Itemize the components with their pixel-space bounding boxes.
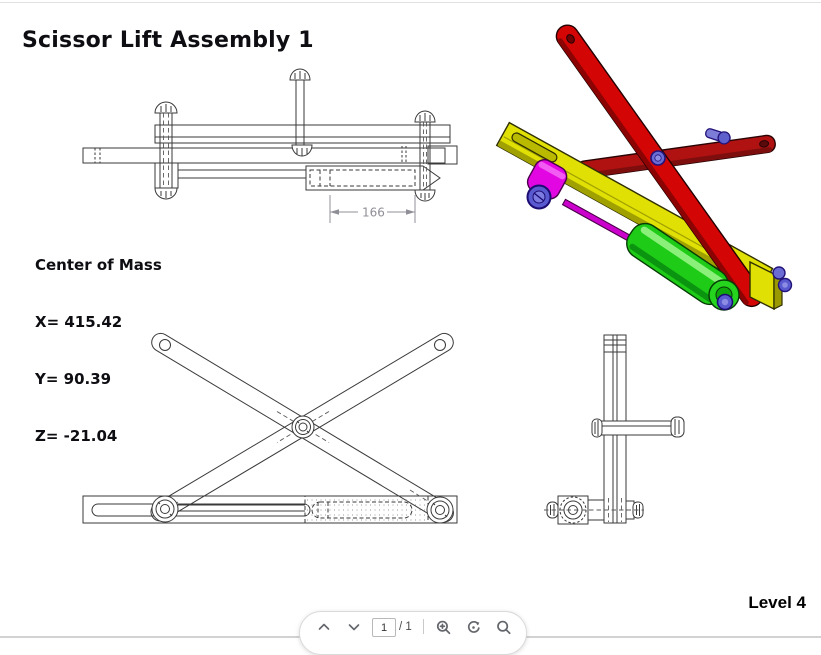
chevron-down-icon: [348, 624, 360, 631]
front-view-hole-right: [434, 339, 446, 351]
front-view-drawing: [82, 332, 458, 524]
upper-pin-fastener: [704, 128, 731, 145]
page-up-button[interactable]: [314, 618, 334, 636]
top-view-drawing: 166: [82, 68, 458, 223]
top-view-upper-bar: [154, 124, 451, 144]
top-view-lower-bar: [154, 162, 306, 189]
level-badge: Level 4: [748, 593, 806, 612]
front-view-base-rail: [82, 495, 458, 524]
zoom-in-icon: [437, 620, 451, 634]
front-view-right-bolt: [426, 496, 454, 524]
side-view-drawing: [544, 334, 685, 525]
dimension-166: 166: [329, 195, 416, 223]
page-number-input[interactable]: [372, 618, 396, 637]
side-view-middle-pin: [591, 416, 685, 438]
isometric-view-drawing: [495, 24, 793, 311]
page-top-border: [0, 2, 821, 3]
zoom-in-button[interactable]: [434, 618, 454, 636]
front-arm-red: [555, 24, 764, 308]
rotate-button[interactable]: [464, 618, 484, 636]
com-z: Z= -21.04: [35, 427, 118, 445]
chevron-up-icon: [318, 623, 330, 630]
center-of-mass-block: Center of Mass X= 415.42 Y= 90.39 Z= -21…: [35, 218, 162, 465]
com-x: X= 415.42: [35, 313, 123, 331]
magnifier-icon: [497, 620, 511, 634]
end-pin-fasteners: [772, 266, 793, 293]
actuator-bolt-fastener: [526, 184, 552, 210]
front-view-hole-left: [159, 339, 171, 351]
com-heading: Center of Mass: [35, 256, 162, 274]
page-down-button[interactable]: [344, 618, 364, 636]
com-y: Y= 90.39: [35, 370, 112, 388]
top-view-right-pin: [414, 110, 436, 202]
cylinder-green: [626, 222, 740, 311]
crossing-pin-fastener: [650, 150, 666, 166]
page-total-label: / 1: [399, 621, 412, 633]
front-view-left-bolt: [151, 495, 179, 523]
search-zoom-button[interactable]: [494, 618, 514, 636]
top-view-left-bolt: [154, 101, 178, 200]
viewer-toolbar: / 1: [299, 611, 527, 655]
dimension-value: 166: [362, 206, 385, 220]
base-bar-slot: [511, 132, 558, 163]
front-view-actuator-hatched: [304, 495, 429, 524]
top-view-main-rail: [82, 145, 458, 165]
page-title: Scissor Lift Assembly 1: [22, 28, 314, 53]
toolbar-divider: [422, 619, 424, 634]
top-view-actuator: [305, 165, 441, 191]
side-view-bottom-assembly: [544, 495, 644, 525]
front-view-center-pivot-bolt: [291, 415, 315, 439]
rotate-icon: [468, 620, 480, 633]
top-view-center-pin: [289, 68, 313, 157]
